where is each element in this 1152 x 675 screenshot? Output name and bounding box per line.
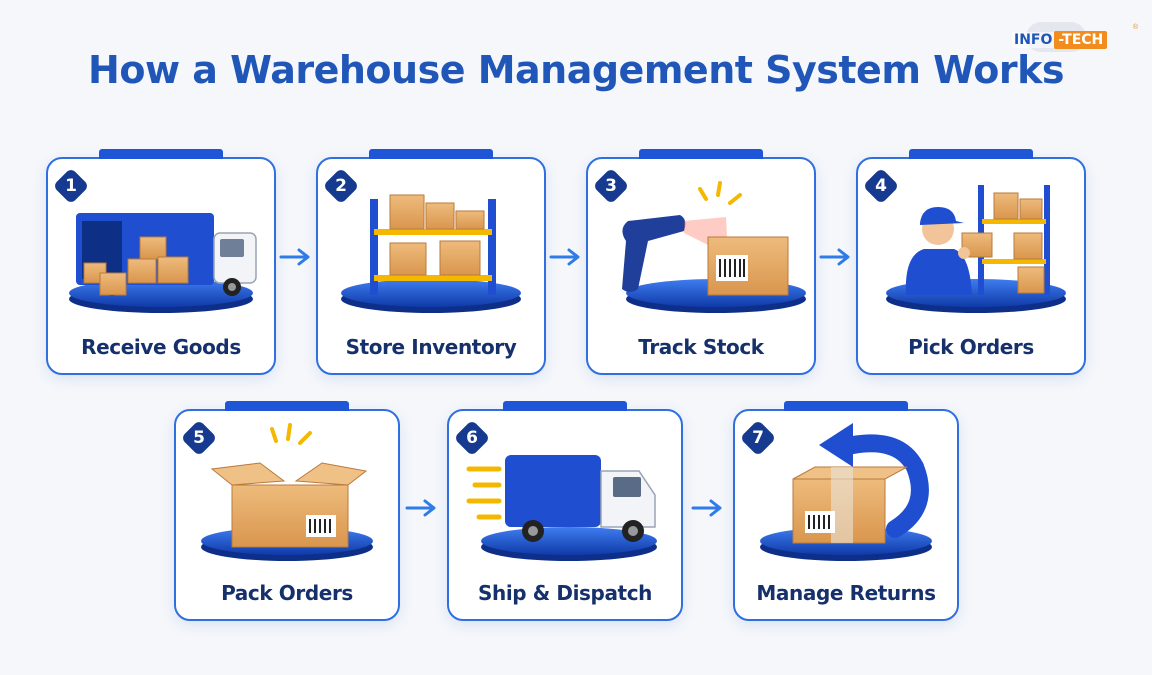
- delivery-truck-icon: [69, 213, 257, 313]
- worker-picking-icon: [886, 185, 1066, 313]
- arrow-right-icon: [549, 247, 583, 267]
- return-arrow-icon: [760, 423, 932, 561]
- card-tab: [639, 149, 763, 159]
- step-card-7: 7 Manage Returns: [733, 401, 959, 621]
- barcode-scanner-icon: [622, 181, 806, 313]
- step-label: Ship & Dispatch: [477, 581, 652, 605]
- shipping-truck-icon: [466, 455, 657, 561]
- step-label: Manage Returns: [756, 581, 936, 605]
- logo-text-part2: -TECH: [1054, 31, 1108, 49]
- arrow-right-icon: [279, 247, 313, 267]
- arrow-right-icon: [691, 498, 725, 518]
- arrow-right-icon: [405, 498, 439, 518]
- card-tab: [99, 149, 223, 159]
- step-card-5: 5 Pack Orders: [174, 401, 400, 621]
- step-label: Store Inventory: [345, 335, 517, 359]
- card-tab: [225, 401, 349, 411]
- step-card-4: 4 Pick Orders: [856, 149, 1086, 375]
- step-card-1: 1 Receive Goods: [46, 149, 276, 375]
- card-tab: [369, 149, 493, 159]
- step-card-3: 3 Track Stock: [586, 149, 816, 375]
- card-tab: [503, 401, 627, 411]
- open-box-icon: [201, 423, 373, 561]
- card-tab: [784, 401, 908, 411]
- step-label: Pack Orders: [221, 581, 353, 605]
- step-label: Pick Orders: [908, 335, 1034, 359]
- brand-logo: INFO-TECH ®: [1012, 22, 1140, 58]
- arrow-right-icon: [819, 247, 853, 267]
- logo-text-part1: INFO: [1012, 32, 1055, 48]
- step-card-6: 6 Ship & Dispatch: [447, 401, 683, 621]
- logo-registered-mark: ®: [1132, 24, 1138, 31]
- card-tab: [909, 149, 1033, 159]
- page-title: How a Warehouse Management System Works: [88, 48, 1064, 92]
- step-label: Track Stock: [638, 335, 764, 359]
- shelving-icon: [341, 194, 521, 313]
- step-label: Receive Goods: [81, 335, 241, 359]
- step-card-2: 2 Store Inventory: [316, 149, 546, 375]
